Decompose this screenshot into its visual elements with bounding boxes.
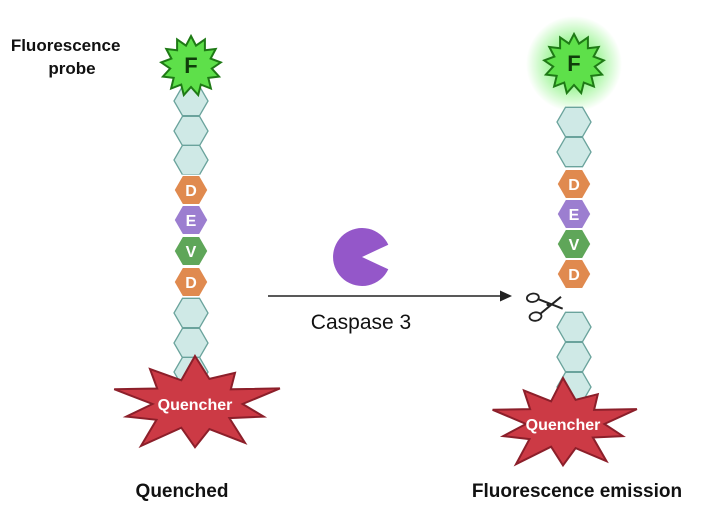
linker-hexagon <box>173 115 209 147</box>
probe-label: Fluorescence probe <box>11 36 125 78</box>
amino-acid-e <box>173 204 209 236</box>
linker-hexagon <box>173 144 209 176</box>
linker-hexagon <box>173 297 209 329</box>
amino-acid-label: D <box>568 177 580 194</box>
linker-hexagon <box>173 85 209 117</box>
amino-acid-label: E <box>569 207 580 224</box>
left-caption: Quenched <box>136 481 229 502</box>
quencher-label: Quencher <box>158 397 233 414</box>
quencher-label: Quencher <box>526 417 601 434</box>
fluorophore-letter: F <box>184 53 197 78</box>
amino-acid-d <box>173 266 209 298</box>
amino-acid-label: E <box>186 213 197 230</box>
arrow-icon <box>500 290 512 302</box>
amino-acid-d <box>556 258 592 290</box>
fluorophore-letter: F <box>567 51 580 76</box>
enzyme-label: Caspase 3 <box>311 311 411 334</box>
linker-chain-bottom-cleaved <box>556 311 592 403</box>
amino-acid-label: V <box>569 237 580 254</box>
amino-acid-label: D <box>185 183 197 200</box>
amino-acid-v <box>173 235 209 267</box>
scissors-icon <box>525 292 564 322</box>
right-caption: Fluorescence emission <box>472 481 682 502</box>
fluorophore-star-burst-icon <box>542 31 606 96</box>
quencher-star-burst-icon <box>113 354 281 449</box>
linker-hexagon <box>556 341 592 373</box>
pacman-enzyme-icon <box>333 228 389 286</box>
amino-acid-label: V <box>186 244 197 261</box>
amino-acid-label: D <box>185 275 197 292</box>
linker-hexagon <box>556 136 592 168</box>
linker-chain-top <box>173 85 209 176</box>
linker-hexagon <box>556 311 592 343</box>
linker-chain-top <box>556 106 592 168</box>
amino-acid-label: D <box>568 267 580 284</box>
linker-hexagon <box>556 106 592 138</box>
linker-hexagon <box>173 327 209 359</box>
quencher-star-burst-icon <box>492 375 638 468</box>
fluorophore-star-burst-icon <box>159 33 223 98</box>
probe-label-line-1: Fluorescence <box>11 36 121 55</box>
probe-label-line-2: probe <box>48 59 95 78</box>
